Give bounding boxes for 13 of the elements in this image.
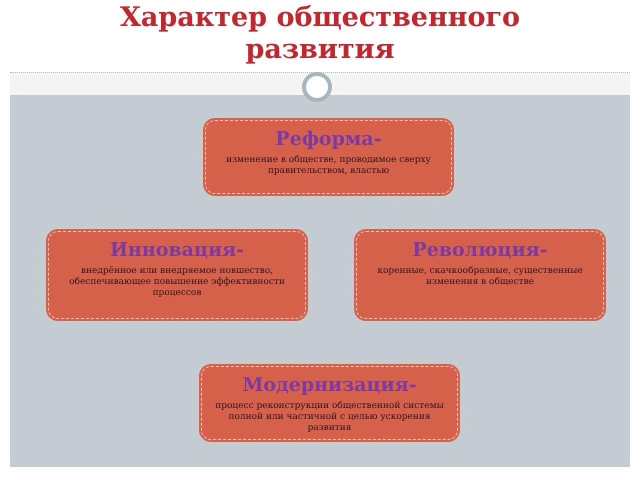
definition-text: процесс реконструкции общественной системы полной или частичной с целью ускорения развития — [214, 401, 445, 434]
definition-text: изменение в обществе, проводимое сверху правительством, властью — [225, 155, 432, 177]
term-card — [356, 231, 604, 319]
definition-text: коренные, скачкообразные, существенные изменения в обществе — [376, 266, 584, 288]
term-heading: Реформа- — [275, 127, 382, 151]
term-heading: Модернизация- — [242, 373, 417, 397]
term-heading: Революция- — [412, 238, 548, 262]
term-card — [201, 366, 458, 440]
term-heading: Инновация- — [110, 238, 244, 262]
slide-title: Характер общественного развития — [118, 2, 522, 66]
term-card — [205, 120, 452, 194]
term-card — [48, 231, 306, 319]
definition-text: внедрённое или внедряемое новшество, обеспечивающее повышение эффективности процессов — [68, 266, 286, 299]
